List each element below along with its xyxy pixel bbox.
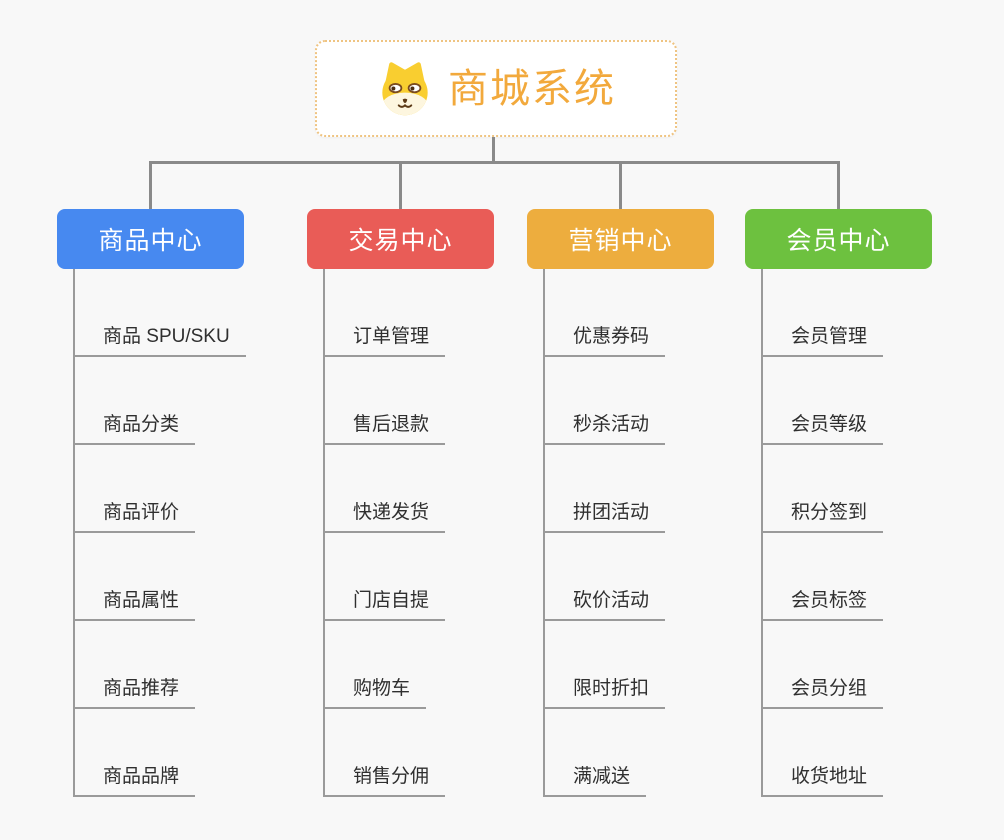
branch-header[interactable]: 交易中心 [307,209,494,269]
leaf-item[interactable]: 商品属性 [73,533,246,621]
branch-connector-line [543,269,545,797]
leaf-label: 会员管理 [761,327,884,357]
leaf-item[interactable]: 满减送 [543,709,665,797]
branch-connector-line [323,269,325,797]
leaf-label: 门店自提 [323,591,446,621]
leaf-label: 售后退款 [323,415,446,445]
leaf-label: 拼团活动 [543,503,666,533]
branch-item-list: 订单管理售后退款快递发货门店自提购物车销售分佣 [323,269,446,797]
leaf-item[interactable]: 商品 SPU/SKU [73,269,246,357]
leaf-item[interactable]: 限时折扣 [543,621,666,709]
branch-item-list: 优惠券码秒杀活动拼团活动砍价活动限时折扣满减送 [543,269,666,797]
leaf-item[interactable]: 拼团活动 [543,445,666,533]
branch-label: 会员中心 [786,227,891,255]
leaf-label: 砍价活动 [543,591,666,621]
leaf-label: 商品属性 [73,591,196,621]
leaf-item[interactable]: 门店自提 [323,533,446,621]
leaf-label: 秒杀活动 [543,415,666,445]
leaf-item[interactable]: 销售分佣 [323,709,446,797]
leaf-item[interactable]: 砍价活动 [543,533,666,621]
leaf-item[interactable]: 积分签到 [761,445,884,533]
connector-root-stem [492,137,495,164]
leaf-label: 商品评价 [73,503,196,533]
connector-drop [149,161,152,209]
leaf-item[interactable]: 会员标签 [761,533,884,621]
leaf-label: 会员等级 [761,415,884,445]
connector-drop [837,161,840,209]
branch: 营销中心 优惠券码秒杀活动拼团活动砍价活动限时折扣满减送 [527,209,757,797]
branch: 交易中心 订单管理售后退款快递发货门店自提购物车销售分佣 [307,209,537,797]
leaf-label: 收货地址 [761,767,884,797]
branch-label: 商品中心 [98,227,203,255]
branch: 会员中心 会员管理会员等级积分签到会员标签会员分组收货地址 [745,209,975,797]
leaf-label: 销售分佣 [323,767,446,797]
root-title: 商城系统 [448,66,616,111]
leaf-label: 商品推荐 [73,679,196,709]
branch-item-list: 会员管理会员等级积分签到会员标签会员分组收货地址 [761,269,884,797]
leaf-item[interactable]: 购物车 [323,621,445,709]
leaf-item[interactable]: 收货地址 [761,709,884,797]
leaf-label: 优惠券码 [543,327,666,357]
branch-connector-line [761,269,763,797]
leaf-item[interactable]: 售后退款 [323,357,446,445]
leaf-item[interactable]: 快递发货 [323,445,446,533]
leaf-label: 快递发货 [323,503,446,533]
connector-horizontal [149,161,840,164]
leaf-item[interactable]: 会员等级 [761,357,884,445]
branch-header[interactable]: 营销中心 [527,209,714,269]
leaf-label: 商品 SPU/SKU [73,327,246,357]
root-node[interactable]: 商城系统 [315,40,677,137]
leaf-label: 会员分组 [761,679,884,709]
leaf-item[interactable]: 商品推荐 [73,621,246,709]
branch: 商品中心 商品 SPU/SKU 商品分类商品评价商品属性商品推荐商品品牌 [57,209,287,797]
leaf-item[interactable]: 优惠券码 [543,269,666,357]
leaf-item[interactable]: 秒杀活动 [543,357,666,445]
leaf-label: 商品分类 [73,415,196,445]
connector-drop [399,161,402,209]
branch-item-list: 商品 SPU/SKU 商品分类商品评价商品属性商品推荐商品品牌 [73,269,246,797]
dog-face-icon [382,61,428,115]
leaf-item[interactable]: 会员分组 [761,621,884,709]
leaf-item[interactable]: 商品分类 [73,357,246,445]
leaf-label: 满减送 [543,767,647,797]
leaf-item[interactable]: 商品品牌 [73,709,246,797]
connector-drop [619,161,622,209]
leaf-label: 限时折扣 [543,679,666,709]
branch-header[interactable]: 商品中心 [57,209,244,269]
branch-header[interactable]: 会员中心 [745,209,932,269]
leaf-label: 购物车 [323,679,427,709]
leaf-label: 积分签到 [761,503,884,533]
leaf-label: 会员标签 [761,591,884,621]
branch-label: 交易中心 [348,227,453,255]
branch-connector-line [73,269,75,797]
leaf-label: 商品品牌 [73,767,196,797]
leaf-item[interactable]: 商品评价 [73,445,246,533]
branch-label: 营销中心 [568,227,673,255]
leaf-item[interactable]: 会员管理 [761,269,884,357]
leaf-label: 订单管理 [323,327,446,357]
leaf-item[interactable]: 订单管理 [323,269,446,357]
